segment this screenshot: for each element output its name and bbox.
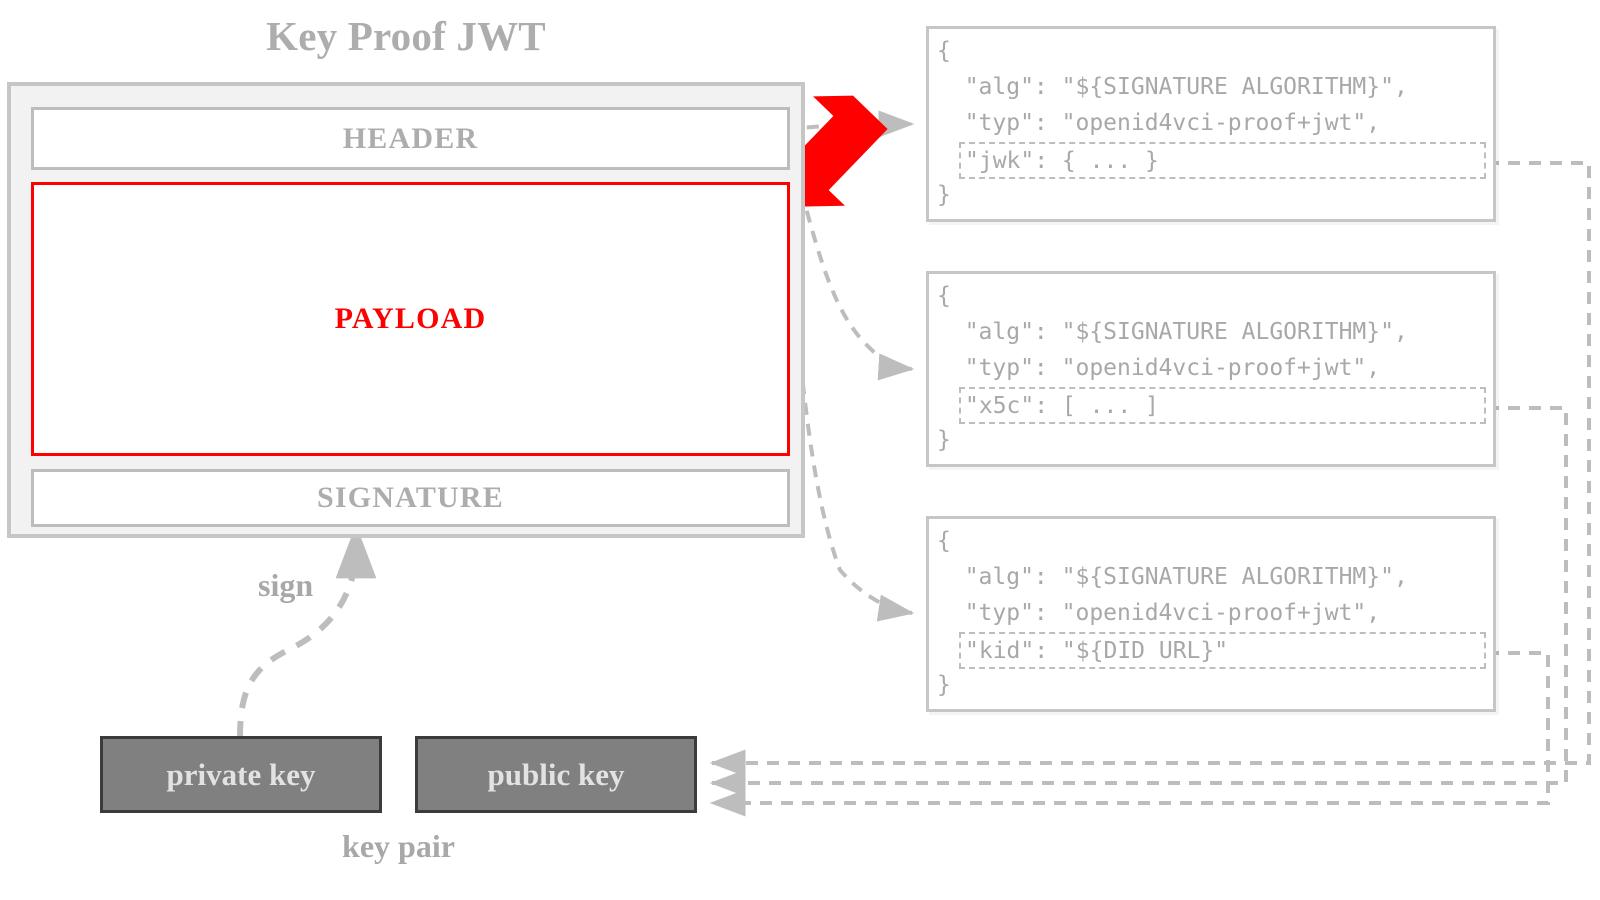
json-open-brace: { — [937, 283, 951, 309]
json-alg-line: "alg": "${SIGNATURE ALGORITHM}", — [937, 74, 1408, 100]
json-jwk-line: "jwk": { ... } — [965, 148, 1159, 174]
json-kid-line: "kid": "${DID URL}" — [965, 638, 1229, 664]
json-typ-line: "typ": "openid4vci-proof+jwt", — [937, 600, 1381, 626]
json-kid-highlight[interactable]: "kid": "${DID URL}" — [959, 632, 1486, 669]
header-to-x5c-connector — [788, 149, 915, 381]
json-x5c-line: "x5c": [ ... ] — [965, 393, 1159, 419]
sign-connector — [237, 524, 377, 738]
json-close-brace: } — [937, 427, 951, 453]
json-header-x5c: { "alg": "${SIGNATURE ALGORITHM}", "typ"… — [926, 271, 1496, 467]
jwt-payload-section[interactable]: PAYLOAD — [31, 182, 790, 456]
jwt-signature-section[interactable]: SIGNATURE — [31, 469, 790, 527]
json-open-brace: { — [937, 528, 951, 554]
json-header-jwk: { "alg": "${SIGNATURE ALGORITHM}", "typ"… — [926, 26, 1496, 222]
public-key-box[interactable]: public key — [415, 736, 697, 813]
json-typ-line: "typ": "openid4vci-proof+jwt", — [937, 110, 1381, 136]
json-jwk-highlight[interactable]: "jwk": { ... } — [959, 142, 1486, 179]
key-proof-jwt-container: HEADER PAYLOAD SIGNATURE — [7, 82, 805, 538]
json-close-brace: } — [937, 672, 951, 698]
key-pair-label: key pair — [342, 828, 455, 864]
private-key-box[interactable]: private key — [100, 736, 382, 813]
json-open-brace: { — [937, 38, 951, 64]
json-alg-line: "alg": "${SIGNATURE ALGORITHM}", — [937, 319, 1408, 345]
json-header-kid: { "alg": "${SIGNATURE ALGORITHM}", "typ"… — [926, 516, 1496, 712]
page-title: Key Proof JWT — [266, 13, 546, 59]
json-alg-line: "alg": "${SIGNATURE ALGORITHM}", — [937, 564, 1408, 590]
json-close-brace: } — [937, 182, 951, 208]
jwt-header-section[interactable]: HEADER — [31, 107, 790, 170]
json-typ-line: "typ": "openid4vci-proof+jwt", — [937, 355, 1381, 381]
sign-label: sign — [258, 567, 314, 603]
json-x5c-highlight[interactable]: "x5c": [ ... ] — [959, 387, 1486, 424]
